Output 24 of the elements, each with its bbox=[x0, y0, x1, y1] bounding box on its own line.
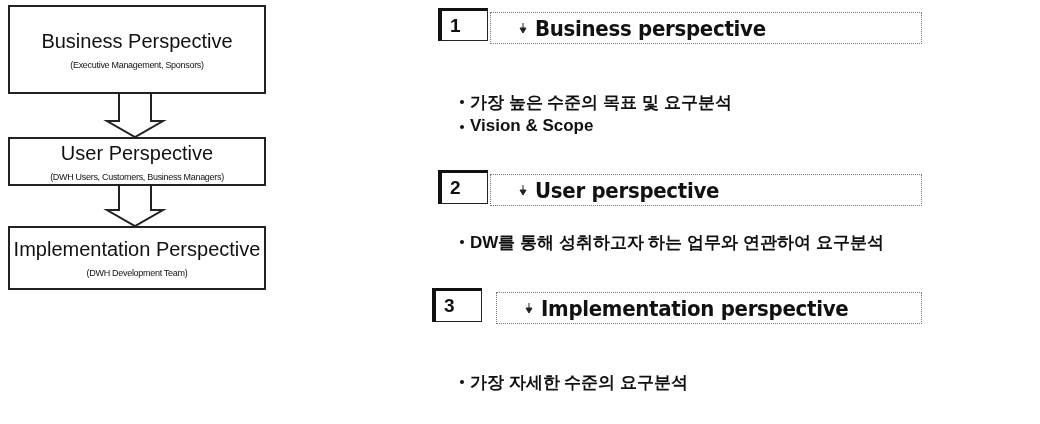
heading-box bbox=[490, 12, 922, 44]
bullet-text: Vision & Scope bbox=[470, 116, 594, 136]
process-box bbox=[8, 5, 266, 94]
heading-text: Implementation perspective bbox=[541, 295, 849, 321]
block-arrow bbox=[103, 93, 167, 139]
process-box bbox=[8, 226, 266, 290]
box-title: Implementation Perspective bbox=[13, 237, 261, 261]
box-subtitle: (DWH Users, Customers, Business Managers) bbox=[50, 170, 224, 183]
block-arrow bbox=[103, 185, 167, 228]
process-box bbox=[8, 137, 266, 186]
number-box: 3 bbox=[432, 288, 482, 322]
bullet-text: 가장 높은 수준의 목표 및 요구분석 bbox=[470, 92, 732, 114]
heading-text: Business perspective bbox=[535, 15, 766, 41]
number-box: 2 bbox=[438, 170, 488, 204]
bullet-text: 가장 자세한 수준의 요구분석 bbox=[470, 372, 689, 394]
box-subtitle: (Executive Management, Sponsors) bbox=[70, 58, 204, 71]
box-subtitle: (DWH Development Team) bbox=[86, 267, 188, 279]
number-box: 1 bbox=[438, 8, 488, 41]
heading-box bbox=[496, 292, 922, 324]
box-title: Business Perspective bbox=[41, 28, 233, 53]
heading-box bbox=[490, 174, 922, 206]
heading-text: User perspective bbox=[535, 177, 720, 203]
bullet-text: DW를 통해 성취하고자 하는 업무와 연관하여 요구분석 bbox=[470, 232, 884, 254]
box-title: User Perspective bbox=[60, 140, 214, 165]
